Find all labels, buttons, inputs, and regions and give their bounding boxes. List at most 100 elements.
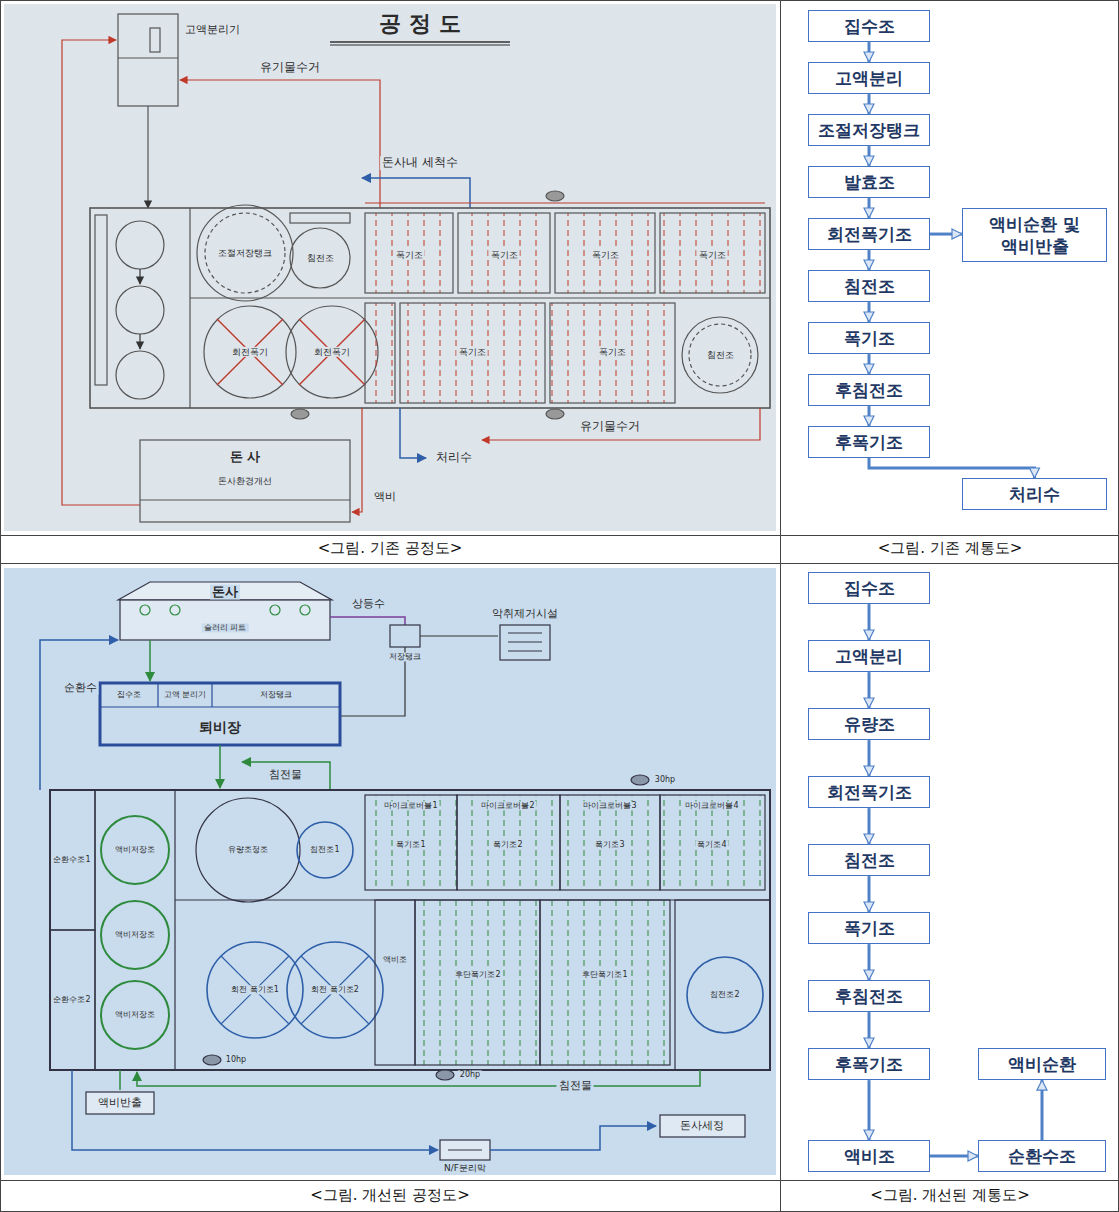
drawing-label: 고액 분리기 — [162, 690, 209, 699]
existing-process-photo-shape — [330, 45, 510, 46]
improved-process-photo-shape — [4, 568, 776, 1175]
drawing-label: 퇴비장 — [197, 719, 243, 735]
improved-process-photo-shape — [86, 1092, 154, 1114]
improved-process-photo-shape — [675, 900, 770, 1070]
existing-process-photo-shape — [352, 408, 362, 512]
box-text: 회전폭기조 — [827, 223, 912, 245]
existing-process-photo-shape — [482, 408, 760, 440]
flow-arrow — [868, 146, 871, 166]
improved-process-photo-shape — [211, 683, 212, 707]
drawing-label: 액비저장조 — [113, 845, 157, 854]
improved-process-photo-shape — [660, 795, 765, 890]
improved-process-photo-shape — [436, 1070, 454, 1080]
existing-process-photo-shape-shape — [299, 319, 365, 385]
improved-process-photo-shape — [420, 635, 498, 636]
drawing-label: 악취제거시설 — [490, 608, 560, 621]
existing-process-photo-shape — [365, 213, 453, 293]
drawing-label: 액비조 — [381, 955, 409, 964]
improved-process-photo — [4, 568, 776, 1175]
improved-process-photo-shape — [508, 632, 542, 633]
box-text: 집수조 — [844, 577, 895, 599]
process-box: 액비순환 — [978, 1048, 1106, 1080]
existing-process-photo-shape — [205, 213, 285, 293]
improved-process-photo-shape — [101, 981, 169, 1049]
flow-arrow — [868, 42, 871, 62]
existing-process-photo-shape — [190, 297, 770, 298]
flow-arrow — [868, 94, 871, 114]
drawing-label: 폭기조 — [457, 347, 488, 357]
existing-process-photo-shape — [689, 324, 751, 386]
existing-process-photo-shape — [365, 202, 765, 203]
drawing-label: N/F분리막 — [442, 1163, 488, 1173]
box-text: 폭기조 — [844, 327, 895, 349]
box-text: 후침전조 — [835, 985, 903, 1007]
improved-process-photo-shape — [540, 900, 670, 1065]
box-text: 유량조 — [844, 713, 895, 735]
drawing-label: 액비반출 — [96, 1097, 144, 1110]
improved-process-photo-shape — [560, 795, 660, 890]
improved-process-photo-shape — [101, 816, 169, 884]
drawing-label: 돈 사 — [228, 450, 263, 465]
flow-arrow — [868, 740, 871, 776]
flow-arrow — [868, 354, 871, 374]
flow-arrow — [868, 406, 871, 426]
drawing-label: 침전조 — [705, 350, 736, 360]
drawing-label: 처리수 — [434, 451, 474, 465]
existing-process-photo-shape — [291, 409, 309, 419]
flow-arrow — [868, 808, 871, 844]
drawing-label: 침전물 — [557, 1080, 594, 1093]
drawing-label: 폭기조1 — [394, 840, 427, 849]
drawing-label: 상등수 — [350, 598, 387, 611]
flow-arrow — [868, 672, 871, 708]
drawing-label: 유기물수거 — [578, 420, 642, 434]
drawing-label: 폭기조 — [590, 250, 621, 260]
improved-process-photo-shape — [330, 617, 405, 625]
box-text: 처리수 — [1009, 483, 1060, 505]
process-box: 폭기조 — [808, 322, 930, 354]
flow-arrow — [868, 198, 871, 218]
process-box: 회전폭기조 — [808, 218, 930, 250]
improved-process-photo-shape — [137, 1070, 700, 1086]
process-box: 고액분리 — [808, 640, 930, 672]
drawing-label: 회전폭기 — [312, 347, 352, 357]
process-box: 발효조 — [808, 166, 930, 198]
table-grid-shape — [0, 1180, 1119, 1181]
improved-process-photo-shape-shape — [301, 956, 369, 1024]
existing-process-photo-shape-shape — [299, 319, 365, 385]
box-text: 발효조 — [844, 171, 895, 193]
existing-process-photo-shape — [217, 319, 365, 385]
existing-process-photo-shape — [365, 303, 395, 403]
existing-process-photo-shape — [4, 4, 776, 531]
process-box: 순환수조 — [978, 1140, 1106, 1172]
existing-process-photo-shape — [660, 213, 765, 293]
box-text: 후침전조 — [835, 379, 903, 401]
improved-process-photo-shape — [196, 798, 300, 902]
drawing-label: 침전조 — [305, 253, 336, 263]
existing-process-photo-shape — [189, 208, 190, 408]
improved-process-photo-shape — [390, 625, 420, 647]
flow-arrow — [868, 944, 871, 980]
improved-process-photo-shape — [660, 1115, 745, 1137]
existing-process-photo-shape — [147, 106, 148, 208]
drawing-label: 마이크로버블3 — [581, 801, 638, 810]
box-text: 액비순환 및 액비반출 — [969, 213, 1100, 257]
drawing-label: 조절저장탱크 — [216, 248, 274, 258]
existing-process-photo-shape — [204, 306, 296, 398]
drawing-label: 돈사세정 — [678, 1120, 726, 1133]
drawing-label: 침전물 — [267, 769, 304, 782]
flow-arrow — [869, 458, 1035, 478]
improved-process-photo-shape — [490, 1126, 656, 1150]
existing-process-photo-shape — [116, 286, 164, 334]
drawing-label: 슬러리 피트 — [202, 623, 249, 632]
existing-process-photo-shape — [116, 221, 164, 269]
drawing-label: 마이크로버블2 — [479, 801, 536, 810]
improved-process-photo-shape — [120, 600, 330, 640]
process-box: 처리수 — [962, 478, 1107, 510]
drawing-label: 폭기조4 — [695, 840, 728, 849]
table-grid-shape — [0, 535, 1119, 536]
improved-process-photo-shape — [287, 942, 383, 1038]
drawing-label: 순환수 — [62, 682, 99, 695]
improved-process-photo-shape — [119, 1070, 121, 1090]
